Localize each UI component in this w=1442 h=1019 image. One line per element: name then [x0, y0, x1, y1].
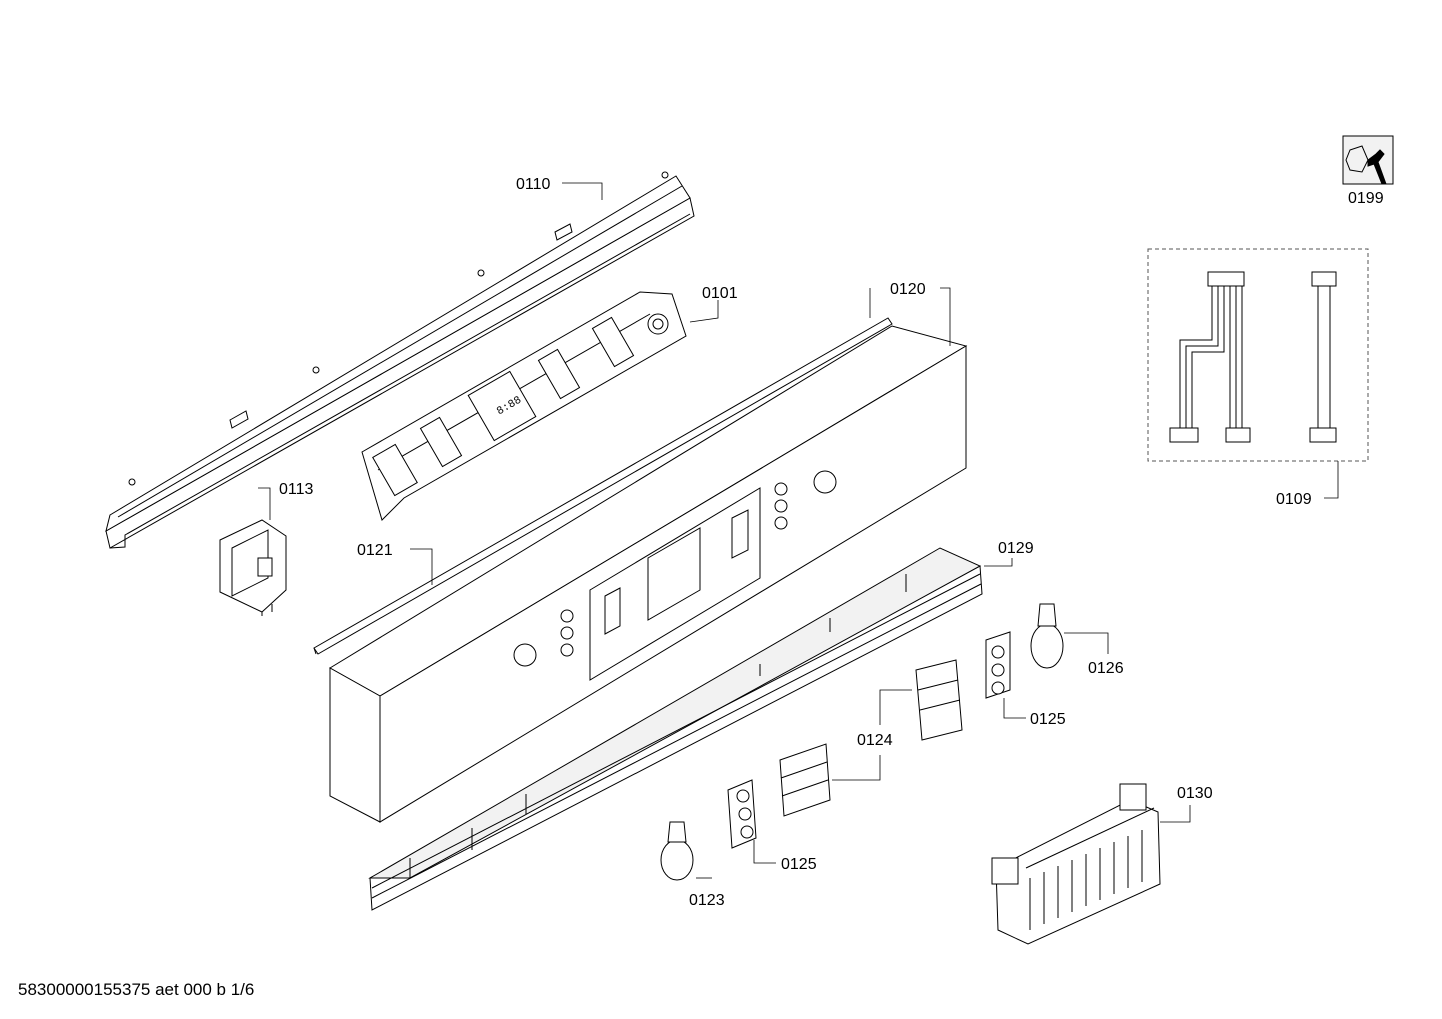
part-0123-knob[interactable] — [660, 821, 694, 881]
callout-0120: 0120 — [869, 281, 951, 346]
part-0120-front-panel[interactable] — [329, 325, 968, 823]
part-0110-top-rail[interactable] — [105, 171, 695, 549]
label-0124: 0124 — [857, 732, 893, 749]
label-0126: 0126 — [1088, 660, 1124, 677]
part-0129-base-rail[interactable] — [368, 547, 983, 911]
drawing-reference-footer: 58300000155375 aet 000 b 1/6 — [18, 980, 255, 999]
callout-0110: 0110 — [516, 176, 603, 200]
part-0121-trim-strip[interactable] — [313, 317, 893, 655]
label-0110: 0110 — [516, 176, 551, 193]
label-0123: 0123 — [689, 892, 725, 909]
label-0130: 0130 — [1177, 785, 1213, 802]
part-0101-control-module[interactable]: 8:88 — [361, 291, 687, 521]
part-0130-connector-module[interactable] — [991, 783, 1161, 945]
label-0113: 0113 — [279, 481, 314, 498]
callout-0101: 0101 — [689, 285, 738, 323]
part-0125-lower-buttons[interactable] — [727, 779, 757, 849]
callout-0113: 0113 — [258, 481, 314, 520]
part-0125-upper-buttons[interactable] — [985, 631, 1011, 699]
part-0109-wiring-harness[interactable] — [1147, 248, 1369, 462]
label-0121: 0121 — [357, 542, 393, 559]
label-0129: 0129 — [998, 540, 1034, 557]
callout-0109: 0109 — [1276, 461, 1339, 508]
label-0120: 0120 — [890, 281, 926, 298]
part-0124-button-block-lower[interactable] — [779, 743, 831, 817]
callout-0123: 0123 — [689, 877, 725, 909]
callout-0125-upper: 0125 — [1003, 698, 1066, 728]
callout-0125-lower: 0125 — [753, 840, 817, 873]
part-0113-switch[interactable] — [219, 519, 287, 616]
part-0199-service-icon[interactable] — [1342, 135, 1394, 185]
label-0125-upper: 0125 — [1030, 711, 1066, 728]
callout-0130: 0130 — [1160, 785, 1213, 823]
label-0101: 0101 — [702, 285, 738, 302]
label-0125-lower: 0125 — [781, 856, 817, 873]
callout-0124: 0124 — [832, 689, 912, 781]
callout-0126: 0126 — [1064, 632, 1124, 677]
callout-0121: 0121 — [357, 542, 433, 585]
label-0199: 0199 — [1348, 190, 1384, 207]
callout-0129: 0129 — [984, 540, 1034, 567]
label-0109: 0109 — [1276, 491, 1312, 508]
part-0124-button-block-upper[interactable] — [915, 659, 963, 741]
part-0126-knob[interactable] — [1030, 603, 1064, 669]
